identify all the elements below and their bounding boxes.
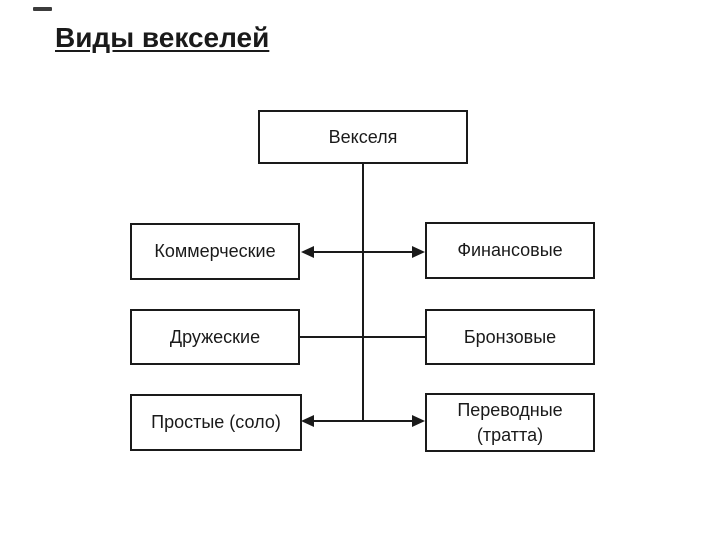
node-commercial: Коммерческие <box>130 223 300 280</box>
arrowhead-row1-left <box>301 246 314 258</box>
trunk-line <box>362 164 364 422</box>
stray-mark <box>33 7 52 11</box>
connector-row3-line <box>308 420 418 422</box>
node-bills-root-label: Векселя <box>328 126 398 147</box>
node-transfer-draft-label: Переводные (тратта) <box>457 400 563 445</box>
node-bronze-label: Бронзовые <box>463 326 557 347</box>
arrowhead-row3-left <box>301 415 314 427</box>
connector-row1-line <box>308 251 418 253</box>
slide-title: Виды векселей <box>55 22 270 53</box>
arrowhead-row3-right <box>412 415 425 427</box>
node-commercial-label: Коммерческие <box>154 241 276 262</box>
node-bills-root: Векселя <box>258 110 468 164</box>
node-promissory-solo: Простые (соло) <box>130 394 302 451</box>
node-financial: Финансовые <box>425 222 595 279</box>
arrowhead-row1-right <box>412 246 425 258</box>
connector-row2-line <box>300 336 425 338</box>
node-friendly: Дружеские <box>130 309 300 365</box>
node-promissory-solo-label: Простые (соло) <box>151 412 281 433</box>
node-friendly-label: Дружеские <box>169 326 261 347</box>
node-transfer-draft: Переводные (тратта) <box>425 393 595 452</box>
node-bronze: Бронзовые <box>425 309 595 365</box>
node-financial-label: Финансовые <box>457 240 563 261</box>
